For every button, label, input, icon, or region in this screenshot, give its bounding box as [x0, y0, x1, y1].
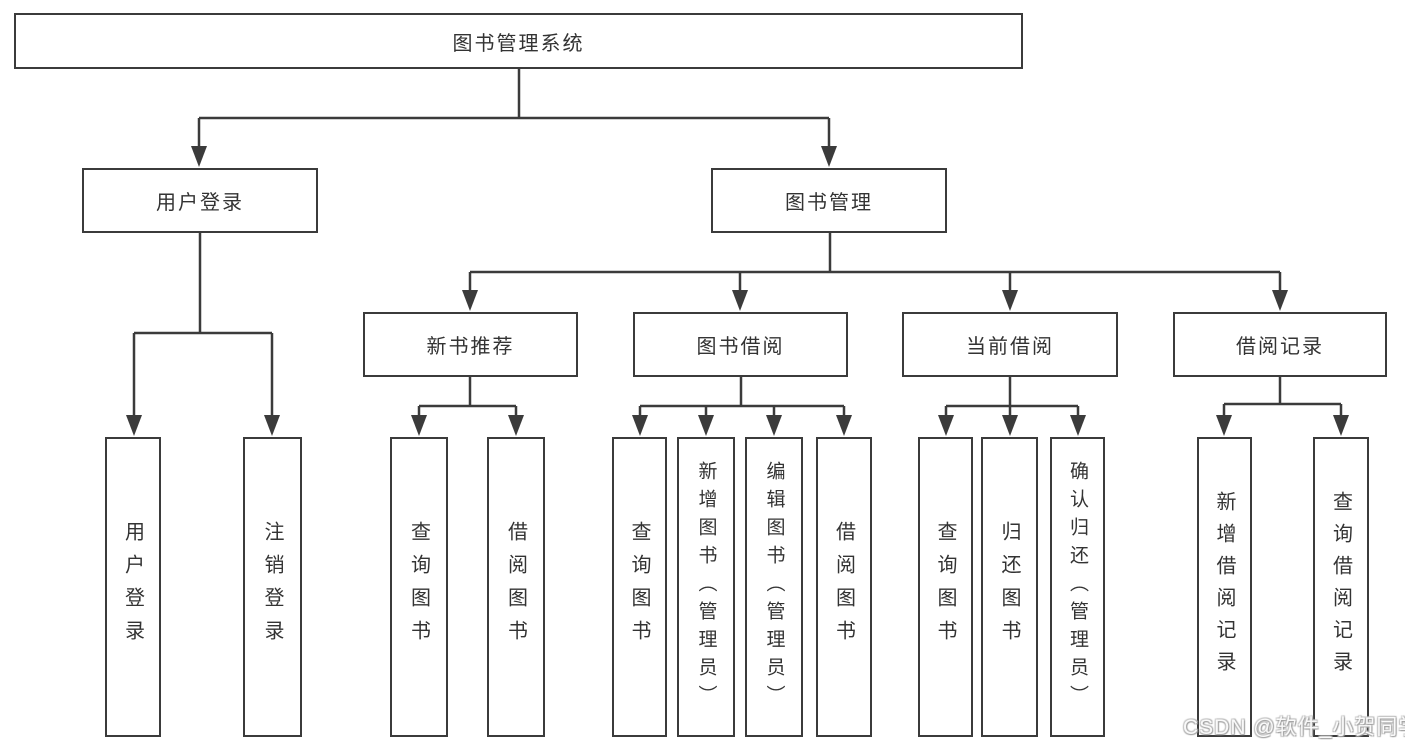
leaf-label: 查询借阅记录 [1329, 491, 1352, 683]
node-label: 图书借阅 [696, 336, 785, 358]
leaf-borrow-books-recommend: 借阅图书 [487, 437, 545, 737]
node-borrowing-records: 借阅记录 [1173, 312, 1387, 377]
node-label: 图书管理 [785, 192, 873, 214]
leaf-label: 新增借阅记录 [1213, 491, 1235, 683]
leaf-borrow-books: 借阅图书 [816, 437, 872, 737]
leaf-add-books-admin: 新增图书（管理员） [677, 437, 735, 737]
node-book-management: 图书管理 [711, 168, 947, 233]
leaf-label: 归还图书 [998, 521, 1020, 653]
node-label: 用户登录 [156, 192, 244, 214]
leaf-label: 查询图书 [407, 521, 430, 653]
leaf-query-books-recommend: 查询图书 [390, 437, 448, 737]
leaf-label: 查询图书 [934, 521, 956, 653]
leaf-add-borrow-record: 新增借阅记录 [1197, 437, 1252, 737]
node-current-borrowing: 当前借阅 [902, 312, 1118, 377]
watermark: CSDN @软件_小贺同学 [1183, 716, 1405, 739]
node-new-book-recommendation: 新书推荐 [363, 312, 578, 377]
leaf-label: 新增图书（管理员） [695, 461, 717, 713]
node-user-login: 用户登录 [82, 168, 318, 233]
node-label: 图书管理系统 [452, 32, 585, 55]
leaf-label: 查询图书 [628, 521, 650, 653]
leaf-query-borrow-record: 查询借阅记录 [1313, 437, 1369, 737]
leaf-query-books-current: 查询图书 [918, 437, 973, 737]
leaf-label: 编辑图书（管理员） [763, 461, 785, 713]
node-label: 当前借阅 [966, 336, 1054, 358]
node-label: 新书推荐 [426, 336, 515, 358]
leaf-label: 借阅图书 [504, 521, 527, 653]
connector-paths [132, 69, 1343, 416]
leaf-edit-books-admin: 编辑图书（管理员） [745, 437, 803, 737]
leaf-user-login: 用户登录 [105, 437, 161, 737]
node-book-borrowing: 图书借阅 [633, 312, 848, 377]
node-label: 借阅记录 [1236, 336, 1324, 358]
leaf-query-books-borrow: 查询图书 [612, 437, 667, 737]
arrowheads [126, 146, 1349, 436]
leaf-label: 用户登录 [121, 521, 144, 653]
leaf-label: 确认归还（管理员） [1067, 461, 1088, 713]
node-library-management-system: 图书管理系统 [14, 13, 1023, 69]
leaf-logout: 注销登录 [243, 437, 302, 737]
leaf-label: 借阅图书 [832, 521, 855, 653]
leaf-label: 注销登录 [261, 521, 283, 653]
leaf-confirm-return-admin: 确认归还（管理员） [1050, 437, 1105, 737]
leaf-return-books: 归还图书 [981, 437, 1038, 737]
